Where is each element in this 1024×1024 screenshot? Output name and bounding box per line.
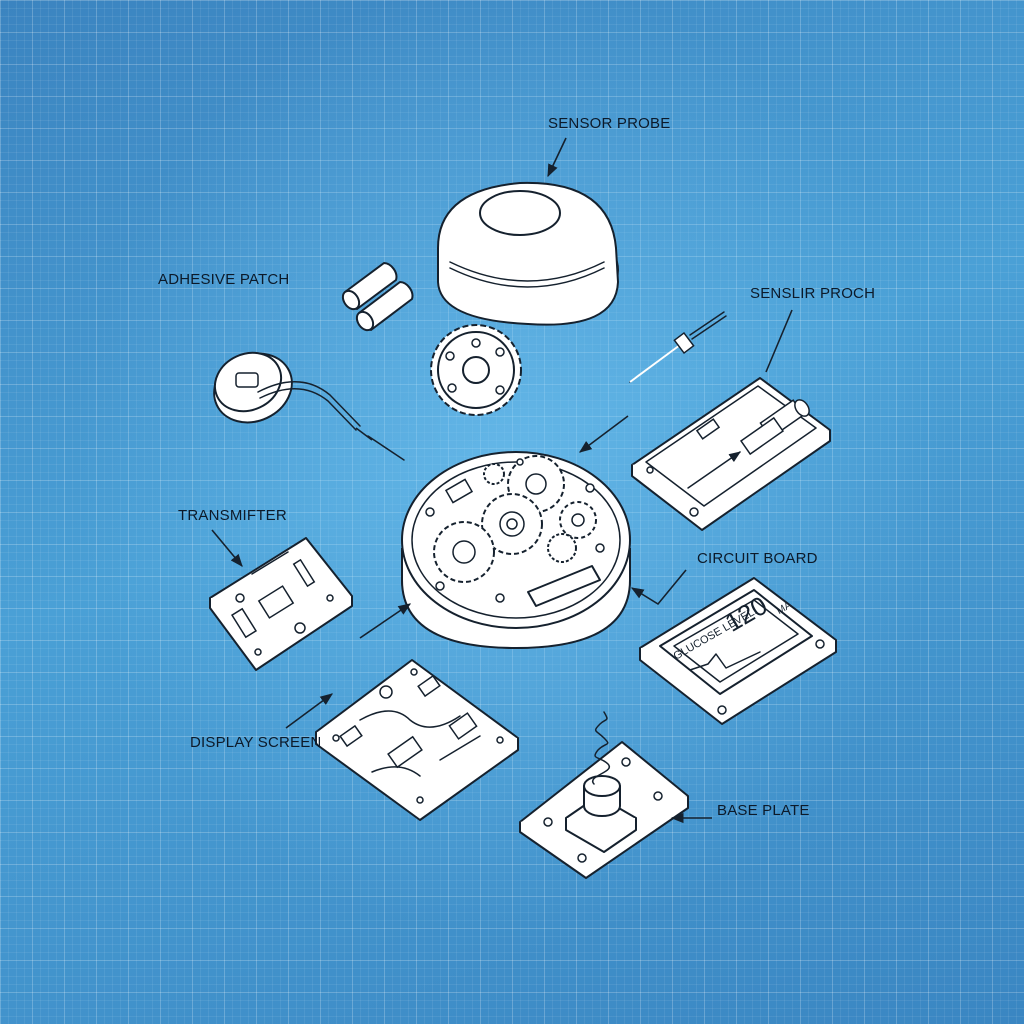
label-sensor-probe: SENSOR PROBE: [548, 115, 671, 132]
label-circuit-board: CIRCUIT BOARD: [697, 550, 818, 567]
floating-gear: [430, 324, 522, 416]
label-display-screen: DISPLAY SCREEN: [190, 734, 322, 751]
leader-lines: [211, 137, 793, 824]
batteries: [341, 262, 414, 332]
label-base-plate: BASE PLATE: [717, 802, 810, 819]
sensor-proch-board: [631, 377, 831, 531]
label-transmitter: TRANSMIFTER: [178, 507, 287, 524]
circuit-pcb: [315, 659, 519, 821]
base-plate-assembly: [519, 711, 689, 879]
adhesive-patch: [213, 351, 405, 461]
central-hub: [401, 451, 631, 649]
probe-needle: [629, 311, 727, 383]
transmitter-board: [209, 537, 353, 671]
label-adhesive-patch: ADHESIVE PATCH: [158, 271, 290, 288]
label-sensor-proch: SENSLIR PROCH: [750, 285, 876, 302]
glucose-display-device: [639, 577, 837, 725]
sensor-probe-ring: [437, 181, 619, 326]
